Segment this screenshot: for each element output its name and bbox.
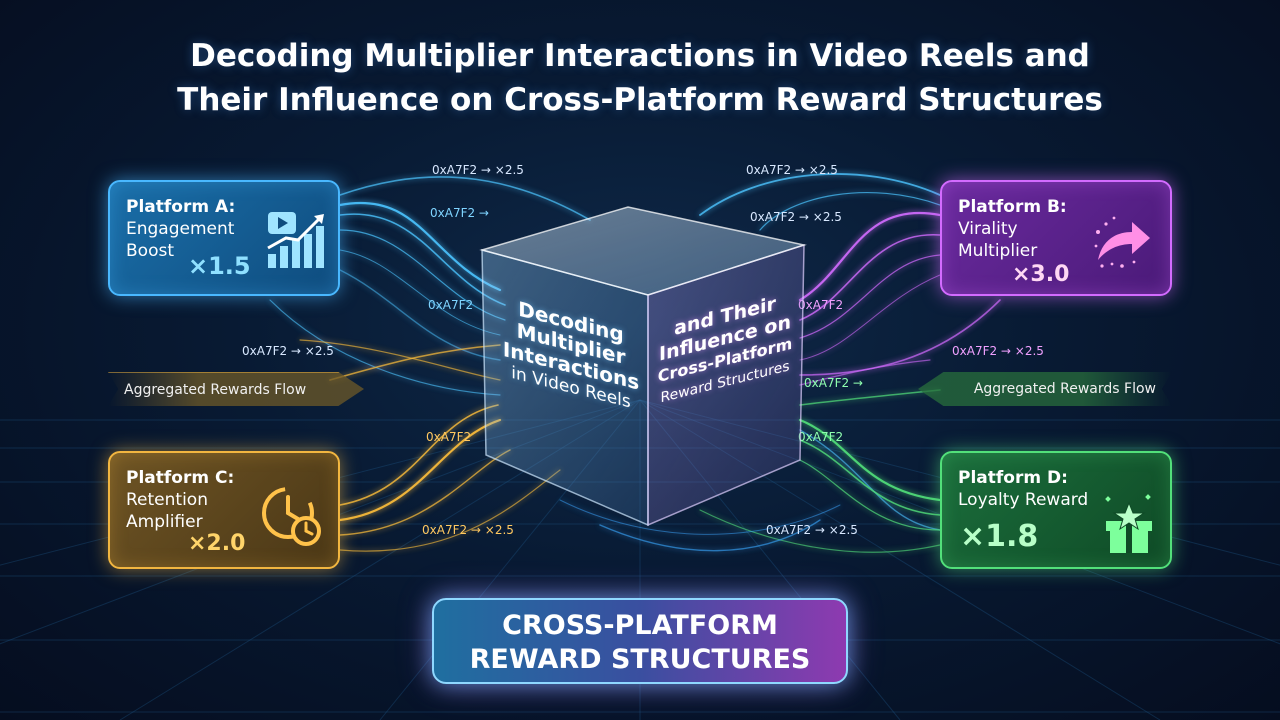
- platform-b-line1: Virality: [958, 219, 1018, 239]
- code-label: 0xA7F2: [426, 430, 472, 444]
- platform-d-name: Platform D:: [958, 468, 1068, 488]
- code-label: 0xA7F2 → ×2.5: [750, 210, 842, 224]
- code-label: 0xA7F2 →: [804, 376, 863, 390]
- clock-timer-icon: [262, 487, 321, 546]
- green-flow: [699, 389, 942, 553]
- code-label: 0xA7F2: [428, 298, 474, 312]
- code-label: 0xA7F2: [798, 430, 844, 444]
- platform-a-line2: Boost: [126, 241, 174, 261]
- code-label: 0xA7F2: [798, 298, 844, 312]
- share-arrow-icon: [1094, 216, 1150, 268]
- platform-a-line1: Engagement: [126, 219, 235, 239]
- title-line-2: Their Influence on Cross-Platform Reward…: [177, 82, 1103, 118]
- code-label: 0xA7F2 → ×2.5: [242, 344, 334, 358]
- footer-badge: CROSS-PLATFORM REWARD STRUCTURES: [432, 598, 848, 684]
- code-label: 0xA7F2 → ×2.5: [952, 344, 1044, 358]
- code-label: 0xA7F2 →: [430, 206, 489, 220]
- code-label: 0xA7F2 → ×2.5: [432, 163, 524, 177]
- glass-cube: [479, 206, 807, 527]
- gift-star-icon: [1105, 494, 1152, 553]
- platform-d-line1: Loyalty Reward: [958, 490, 1089, 510]
- platform-c-line1: Retention: [126, 490, 208, 510]
- aggregated-rewards-flow-right: Aggregated Rewards Flow: [918, 372, 1172, 406]
- platform-d-card: Platform D: Loyalty Reward ×1.8: [940, 451, 1172, 569]
- aggregated-rewards-flow-left: Aggregated Rewards Flow: [108, 372, 364, 406]
- code-label: 0xA7F2 → ×2.5: [766, 523, 858, 537]
- platform-b-line2: Multiplier: [958, 241, 1038, 261]
- platform-a-multiplier: ×1.5: [188, 252, 251, 280]
- platform-c-name: Platform C:: [126, 468, 235, 488]
- platform-c-multiplier: ×2.0: [188, 531, 246, 556]
- footer-line-2: REWARD STRUCTURES: [469, 644, 811, 675]
- platform-b-multiplier: ×3.0: [1012, 262, 1070, 287]
- code-label: 0xA7F2 → ×2.5: [422, 523, 514, 537]
- platform-d-multiplier: ×1.8: [960, 519, 1039, 554]
- purple-flow: [798, 211, 1001, 386]
- main-title: Decoding Multiplier Interactions in Vide…: [0, 34, 1280, 122]
- platform-c-line2: Amplifier: [126, 512, 203, 532]
- platform-c-card: Platform C: Retention Amplifier ×2.0: [108, 451, 340, 569]
- platform-a-name: Platform A:: [126, 197, 236, 217]
- platform-b-name: Platform B:: [958, 197, 1067, 217]
- platform-a-card: Platform A: Engagement Boost ×1.5: [108, 180, 340, 296]
- blue-flow-bottom: [559, 499, 841, 552]
- platform-b-card: Platform B: Virality Multiplier ×3.0: [940, 180, 1172, 296]
- code-label: 0xA7F2 → ×2.5: [746, 163, 838, 177]
- title-line-1: Decoding Multiplier Interactions in Vide…: [190, 38, 1090, 74]
- footer-line-1: CROSS-PLATFORM: [502, 610, 778, 641]
- video-growth-chart-icon: [267, 212, 324, 268]
